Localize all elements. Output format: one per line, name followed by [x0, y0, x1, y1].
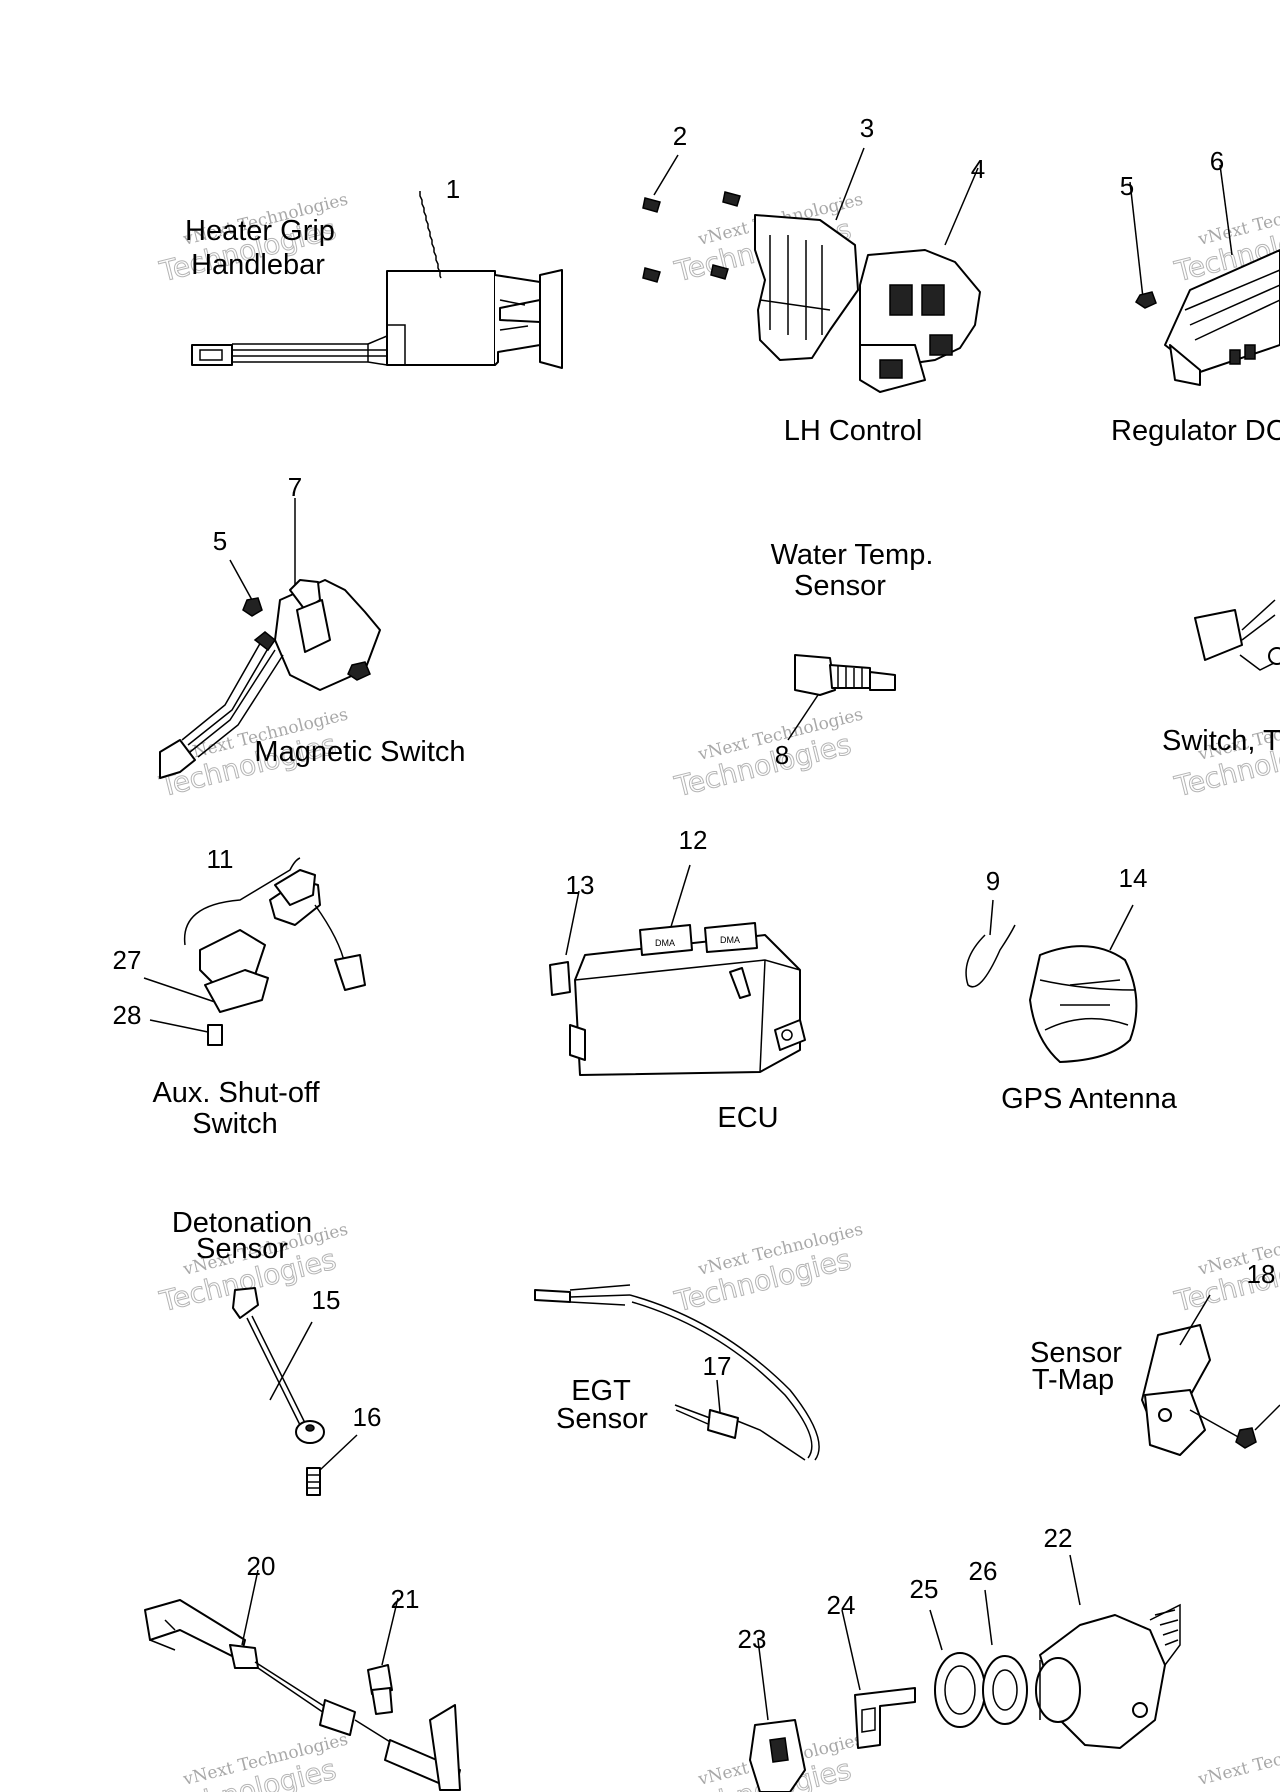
watermark: vNext Technologies: [1195, 1730, 1280, 1791]
screw: [642, 267, 661, 283]
watermark: vNext Technologies Technologies: [670, 705, 865, 804]
label-ecu: ECU: [717, 1102, 778, 1134]
callout-15: 15: [312, 1285, 341, 1315]
callout-4: 4: [971, 154, 985, 184]
callout-28: 28: [113, 1000, 142, 1030]
callout-20: 20: [247, 1551, 276, 1581]
callout-23: 23: [738, 1624, 767, 1654]
callouts: 1 2 3 4 5 6 7 5 8 9 11 12 13 14 27 28 15…: [113, 113, 1276, 1654]
callout-6: 6: [1210, 146, 1224, 176]
ignition-switch-part: [749, 1554, 1181, 1792]
screw: [710, 264, 729, 280]
callout-22: 22: [1044, 1523, 1073, 1553]
svg-text:vNext Technologies: vNext Technologies: [1195, 1730, 1280, 1791]
screw: [722, 191, 741, 207]
water-temp-sensor-part: [787, 654, 896, 741]
callout-18: 18: [1247, 1259, 1276, 1289]
callout-9: 9: [986, 866, 1000, 896]
heater-grip-part: [191, 191, 563, 369]
magnetic-switch-part: [159, 498, 381, 779]
label-switch-t: Switch, T: [1162, 725, 1280, 757]
label-egt-1: EGT: [571, 1375, 631, 1407]
label-heater-grip-1: Heater Grip: [185, 215, 335, 247]
label-detonation-1: Detonation: [172, 1207, 312, 1239]
label-regulator: Regulator DC: [1111, 415, 1280, 447]
watermark: vNext Technologies Technologies: [670, 1220, 865, 1319]
callout-14: 14: [1119, 863, 1148, 893]
label-tmap-1: Sensor: [1030, 1337, 1122, 1369]
callout-1: 1: [446, 174, 460, 204]
screw: [642, 197, 661, 213]
egt-sensor-part: [534, 1284, 820, 1461]
tmap-sensor-part: [1141, 1294, 1280, 1456]
callout-5-b: 5: [213, 526, 227, 556]
speed-sensor-part: [144, 1569, 461, 1791]
callout-3: 3: [860, 113, 874, 143]
gps-antenna-part: [965, 899, 1138, 1063]
label-detonation-2: Sensor: [196, 1233, 288, 1265]
part-labels: Heater Grip Handlebar LH Control Regulat…: [152, 215, 1280, 1435]
callout-2: 2: [673, 121, 687, 151]
lh-control-part: [642, 147, 981, 393]
callout-12: 12: [679, 825, 708, 855]
label-aux-shutoff-1: Aux. Shut-off: [152, 1077, 320, 1109]
callout-13: 13: [566, 870, 595, 900]
callout-25: 25: [910, 1574, 939, 1604]
label-water-temp-2: Sensor: [794, 570, 886, 602]
callout-17: 17: [703, 1351, 732, 1381]
label-heater-grip-2: Handlebar: [191, 249, 325, 281]
callout-11: 11: [207, 844, 234, 874]
callout-16: 16: [353, 1402, 382, 1432]
switch-t-part: [1194, 599, 1280, 671]
svg-text:DMA: DMA: [655, 938, 675, 948]
regulator-part: [1129, 164, 1280, 386]
label-aux-shutoff-2: Switch: [192, 1108, 277, 1140]
label-gps-antenna: GPS Antenna: [1001, 1083, 1178, 1115]
callout-27: 27: [113, 945, 142, 975]
watermark: vNext Technologies Technologies: [155, 1730, 350, 1792]
detonation-sensor-part: [232, 1287, 358, 1496]
callout-8: 8: [775, 740, 789, 770]
ecu-part: DMA DMA: [549, 864, 806, 1076]
callout-21: 21: [391, 1584, 420, 1614]
label-magnetic-switch: Magnetic Switch: [254, 736, 465, 768]
label-water-temp-1: Water Temp.: [771, 539, 934, 571]
callout-5: 5: [1120, 171, 1134, 201]
label-egt-2: Sensor: [556, 1403, 648, 1435]
label-tmap-2: T-Map: [1032, 1364, 1114, 1396]
callout-24: 24: [827, 1590, 856, 1620]
aux-shutoff-switch-part: [143, 857, 366, 1046]
callout-7: 7: [288, 472, 302, 502]
callout-26: 26: [969, 1556, 998, 1586]
svg-text:DMA: DMA: [720, 935, 740, 945]
label-lh-control: LH Control: [784, 415, 923, 447]
